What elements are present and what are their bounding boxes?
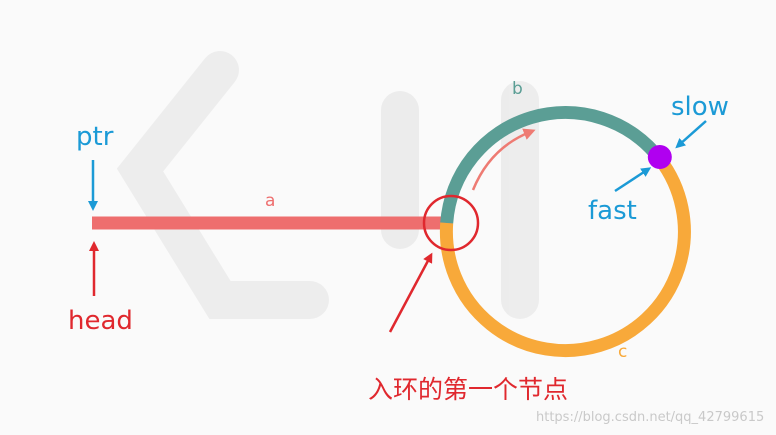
fast-arrow — [614, 167, 652, 193]
slow-label: slow — [671, 92, 729, 122]
head-label: head — [68, 306, 133, 336]
segment-a-label: a — [265, 191, 275, 211]
slow-arrow — [675, 120, 707, 149]
cycle-arc-c — [439, 155, 691, 358]
entry-node-label: 入环的第一个节点 — [368, 375, 568, 404]
segment-b-label: b — [512, 79, 523, 99]
ptr-label: ptr — [76, 122, 114, 152]
watermark-url: https://blog.csdn.net/qq_42799615 — [536, 410, 764, 425]
entry-node-arrow — [388, 252, 433, 333]
segment-c-label: c — [618, 342, 627, 362]
meeting-point-node — [647, 145, 672, 169]
entry-node-circle — [422, 194, 480, 252]
watermark-logo — [116, 51, 539, 319]
fast-label: fast — [588, 196, 637, 226]
cycle-arc-b — [440, 106, 665, 224]
direction-arrow — [471, 128, 536, 191]
